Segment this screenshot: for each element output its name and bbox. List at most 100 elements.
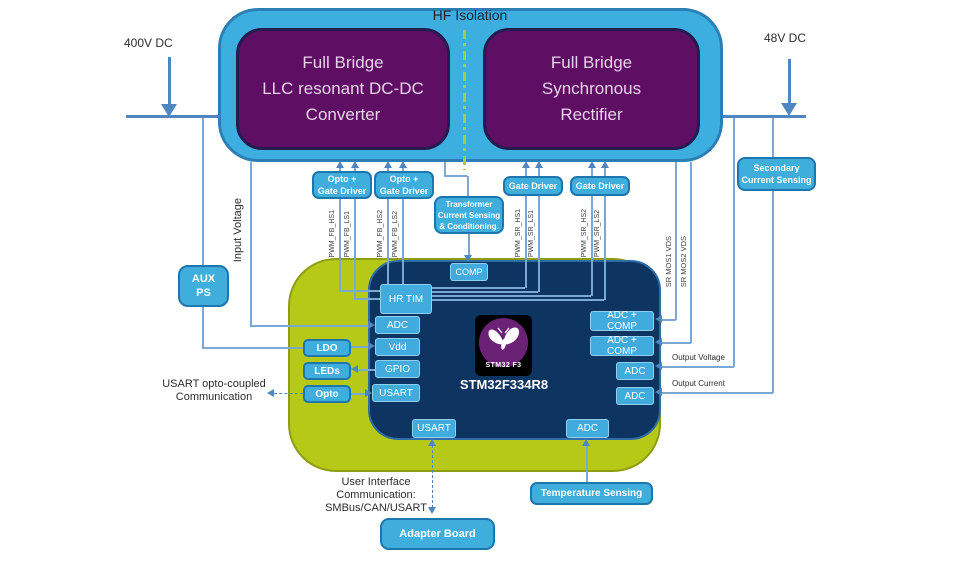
- usart-opto-comm-label: USART opto-coupled Communication: [158, 378, 270, 404]
- xfmr-line3: & Conditioning.: [439, 221, 499, 231]
- wire: [772, 118, 774, 393]
- arrowhead: [588, 161, 596, 168]
- arrowhead: [582, 439, 590, 446]
- wire: [538, 196, 540, 292]
- wire: [387, 167, 389, 172]
- pwm-sr-hs2-label: PWM_SR_HS2: [581, 208, 588, 257]
- aux-ps-box: AUX PS: [178, 265, 229, 307]
- wire: [202, 307, 204, 348]
- arrowhead: [351, 365, 358, 373]
- wire: [339, 167, 341, 172]
- arrowhead: [368, 342, 375, 350]
- temperature-sensing-box: Temperature Sensing: [530, 482, 653, 505]
- wire: [591, 196, 593, 296]
- wire: [788, 59, 791, 104]
- arrowhead: [781, 103, 797, 116]
- wire: [250, 325, 368, 327]
- wire: [444, 175, 467, 177]
- wire: [402, 199, 404, 285]
- llc-converter-block: Full Bridge LLC resonant DC-DC Converter: [236, 28, 450, 150]
- wire: [202, 347, 303, 349]
- wire: [430, 295, 591, 297]
- output-rail-label: 48V DC: [764, 31, 807, 45]
- mcu-vdd-box: Vdd: [375, 338, 420, 356]
- wire: [354, 199, 356, 299]
- input-voltage-label: Input Voltage: [232, 197, 244, 262]
- wire: [430, 287, 525, 289]
- aux-ps-line2: PS: [196, 287, 211, 299]
- wire: [662, 392, 773, 394]
- arrowhead: [535, 161, 543, 168]
- arrowhead: [522, 161, 530, 168]
- wire: [675, 162, 677, 320]
- wire: [202, 118, 204, 265]
- arrowhead: [267, 389, 274, 397]
- mcu-usart-bottom-box: USART: [412, 419, 456, 438]
- pwm-sr-ls2-label: PWM_SR_LS2: [594, 209, 601, 257]
- llc-line3: Converter: [305, 105, 381, 124]
- mcu-adc-comp-1-box: ADC + COMP: [590, 310, 654, 332]
- arrowhead: [161, 104, 177, 117]
- arrowhead: [655, 338, 662, 346]
- wire: [662, 342, 691, 344]
- sync-rectifier-block: Full Bridge Synchronous Rectifier: [483, 28, 700, 150]
- arrowhead: [428, 507, 436, 514]
- usart-opto-comm-line2: Communication: [175, 391, 253, 403]
- aux-ps-line1: AUX: [191, 273, 216, 285]
- wire: [357, 369, 375, 371]
- mcu-adc-comp-2-box: ADC + COMP: [590, 335, 654, 357]
- opto-gate-driver-2-box: Opto + Gate Driver: [374, 171, 434, 199]
- arrowhead: [384, 161, 392, 168]
- wire: [733, 118, 735, 367]
- arrowhead: [655, 388, 662, 396]
- wire: [430, 291, 538, 293]
- mcu-adc-bottom-box: ADC: [566, 419, 609, 438]
- ui-comm-line1: User Interface: [341, 476, 411, 488]
- arrowhead: [601, 161, 609, 168]
- ui-comm-line2: Communication:: [336, 489, 416, 501]
- adapter-board-box: Adapter Board: [380, 518, 495, 550]
- pwm-fb-hs1-label: PWM_FB_HS1: [329, 209, 336, 257]
- wire: [723, 115, 806, 118]
- arrowhead: [428, 439, 436, 446]
- sr-mos2-vds-label: SR MOS2 VDS: [679, 235, 688, 287]
- mcu-hrtim-box: HR TIM: [380, 284, 432, 314]
- mcu-adc-right-1-box: ADC: [616, 362, 654, 380]
- ogd2-line2: Gate Driver: [379, 186, 429, 196]
- wire: [662, 366, 734, 368]
- wire: [274, 393, 303, 394]
- arrowhead: [655, 315, 662, 323]
- ui-comm-label: User Interface Communication: SMBus/CAN/…: [320, 476, 432, 515]
- pwm-sr-hs1-label: PWM_SR_HS1: [515, 208, 522, 257]
- sr-line2: Synchronous: [541, 79, 642, 98]
- wire: [525, 196, 527, 288]
- output-current-label: Output Current: [672, 379, 725, 388]
- arrowhead: [655, 362, 662, 370]
- sr-line1: Full Bridge: [550, 53, 633, 72]
- wire: [387, 199, 389, 285]
- hf-isolation-label: HF Isolation: [432, 7, 508, 23]
- arrowhead: [399, 161, 407, 168]
- wire: [604, 167, 606, 176]
- stm32-logo: STM32 F3: [475, 315, 532, 376]
- ogd1-line2: Gate Driver: [317, 186, 367, 196]
- wire: [339, 290, 382, 292]
- arrowhead: [464, 255, 472, 262]
- secondary-current-sensing-box: Secondary Current Sensing: [737, 157, 816, 191]
- wire: [538, 167, 540, 176]
- mcu-adc-left-box: ADC: [375, 316, 420, 334]
- mcu-gpio-box: GPIO: [375, 360, 420, 378]
- pwm-sr-ls1-label: PWM_SR_LS1: [528, 209, 535, 257]
- wire: [402, 167, 404, 172]
- gate-driver-1-box: Gate Driver: [503, 176, 563, 196]
- ldo-box: LDO: [303, 339, 351, 357]
- isolation-dashed-line: [463, 30, 466, 170]
- pwm-fb-ls1-label: PWM_FB_LS1: [344, 210, 351, 257]
- opto-box: Opto: [303, 385, 351, 403]
- wire: [168, 57, 171, 105]
- mcu-comp-box: COMP: [450, 263, 488, 281]
- xfmr-line2: Current Sensing: [437, 210, 501, 220]
- stm32-logo-text: STM32 F3: [485, 362, 522, 369]
- arrowhead: [336, 161, 344, 168]
- arrowhead: [365, 389, 372, 397]
